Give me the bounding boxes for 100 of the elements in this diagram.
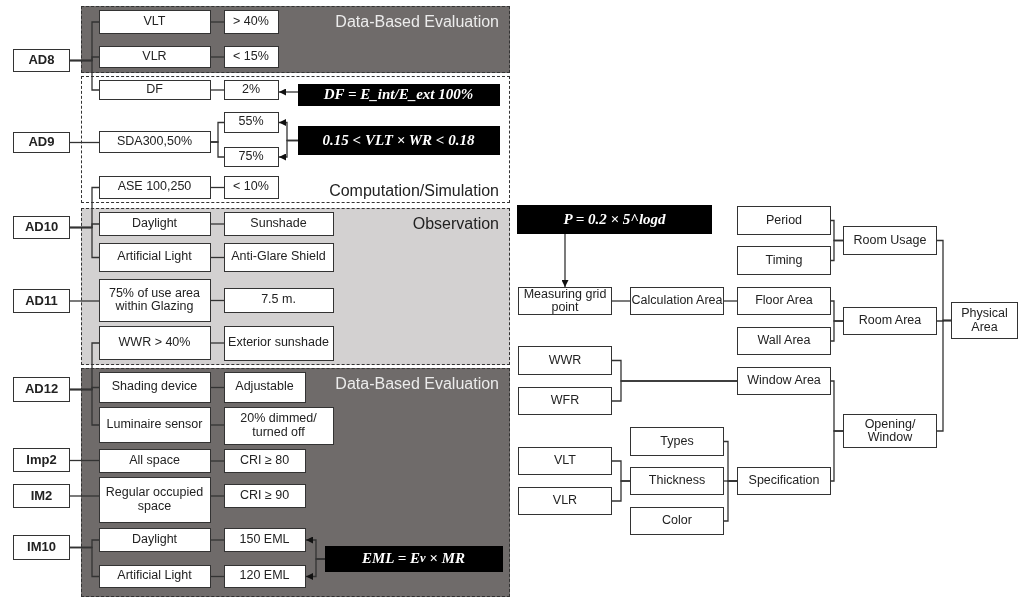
category-band <box>81 368 510 597</box>
criterion-box: SDA300,50% <box>98 130 211 153</box>
criterion-box: 75% <box>223 146 279 167</box>
criterion-box: Luminaire sensor <box>98 406 211 443</box>
criterion-box: Types <box>630 427 724 456</box>
connector-line <box>69 300 100 302</box>
criterion-box: 7.5 m. <box>223 287 334 313</box>
requirement-code-box: IM2 <box>13 484 70 508</box>
criterion-box: Room Area <box>843 307 937 335</box>
connector-line <box>210 256 225 259</box>
criterion-box: Wall Area <box>737 327 831 355</box>
category-band <box>81 76 510 203</box>
criterion-box: CRI ≥ 90 <box>223 483 306 508</box>
formula-box: DF = E_int/E_ext 100% <box>297 83 500 106</box>
connector-line <box>210 342 225 344</box>
connector-line <box>936 319 952 432</box>
category-band <box>81 6 510 73</box>
criterion-box: DF <box>98 79 211 100</box>
connector-line <box>210 539 225 541</box>
connector-line <box>210 141 225 158</box>
connector-line <box>611 300 631 302</box>
band-title: Computation/Simulation <box>329 182 499 200</box>
criterion-box: < 15% <box>223 45 279 68</box>
connector-line <box>210 56 225 58</box>
criterion-box: WWR <box>518 346 612 375</box>
arrow <box>561 233 569 288</box>
band-title: Data-Based Evaluation <box>335 375 499 393</box>
connector-line <box>210 299 225 302</box>
connector-line <box>611 380 738 402</box>
requirement-code-box: AD8 <box>13 49 70 72</box>
criterion-box: Artificial Light <box>98 564 211 588</box>
criterion-box: < 10% <box>223 175 279 199</box>
criterion-box: ASE 100,250 <box>98 175 211 199</box>
connector-line <box>611 480 631 502</box>
criterion-box: Timing <box>737 246 831 275</box>
requirement-code-box: AD12 <box>13 377 70 402</box>
criterion-box: 20% dimmed/ turned off <box>223 406 334 445</box>
connector-line <box>210 223 225 225</box>
connector-line <box>723 480 738 522</box>
connector-line <box>210 424 225 426</box>
connector-line <box>69 226 100 259</box>
criterion-box: VLR <box>98 45 211 68</box>
requirement-code-box: AD9 <box>13 132 70 153</box>
criterion-box: Opening/ Window <box>843 414 937 448</box>
formula-box: 0.15 < VLT × WR < 0.18 <box>297 125 500 155</box>
criterion-box: Thickness <box>630 467 724 495</box>
formula-box: P = 0.2 × 5^logd <box>517 205 712 234</box>
criterion-box: Regular occupied space <box>98 476 211 523</box>
connector-line <box>210 186 225 189</box>
connector-line <box>210 21 225 23</box>
criterion-box: 120 EML <box>223 564 306 588</box>
requirement-code-box: AD11 <box>13 289 70 313</box>
band-title: Data-Based Evaluation <box>335 13 499 31</box>
criterion-box: WFR <box>518 387 612 415</box>
criterion-box: Period <box>737 206 831 235</box>
connector-line <box>830 239 844 262</box>
criterion-box: VLT <box>98 9 211 34</box>
criterion-box: > 40% <box>223 9 279 34</box>
criterion-box: Specification <box>737 467 831 495</box>
connector-line <box>69 459 100 462</box>
arrow <box>305 558 326 580</box>
connector-line <box>210 575 225 578</box>
criterion-box: Floor Area <box>737 287 831 315</box>
criterion-box: Shading device <box>98 371 211 403</box>
criterion-box: Adjustable <box>223 371 306 403</box>
criterion-box: Exterior sunshade <box>223 325 334 361</box>
connector-line <box>69 388 100 426</box>
criterion-box: WWR > 40% <box>98 325 211 360</box>
category-band <box>81 208 510 365</box>
criterion-box: VLR <box>518 487 612 515</box>
criterion-box: Room Usage <box>843 226 937 255</box>
connector-line <box>723 300 738 302</box>
band-title: Observation <box>412 215 499 233</box>
connector-line <box>210 89 225 91</box>
criterion-box: Measuring grid point <box>518 287 612 315</box>
criterion-box: Daylight <box>98 211 211 236</box>
requirement-code-box: Imp2 <box>13 448 70 472</box>
criterion-box: Sunshade <box>223 211 334 236</box>
criterion-box: Daylight <box>98 527 211 552</box>
criterion-box: VLT <box>518 447 612 475</box>
criterion-box: CRI ≥ 80 <box>223 448 306 473</box>
criterion-box: 55% <box>223 111 279 133</box>
criterion-box: 2% <box>223 79 279 100</box>
connector-line <box>69 495 100 497</box>
criterion-box: 75% of use area within Glazing <box>98 278 211 322</box>
connector-line <box>69 141 100 144</box>
criterion-box: 150 EML <box>223 527 306 552</box>
criterion-box: Color <box>630 507 724 535</box>
connector-line <box>69 546 100 578</box>
arrow <box>278 139 299 161</box>
connector-line <box>69 59 100 91</box>
criterion-box: Anti-Glare Shield <box>223 242 334 272</box>
arrow <box>278 88 299 96</box>
criterion-box: All space <box>98 448 211 473</box>
requirement-code-box: AD10 <box>13 216 70 239</box>
connector-line <box>210 495 225 497</box>
connector-line <box>830 320 844 342</box>
criterion-box: Physical Area <box>951 302 1018 339</box>
requirement-code-box: IM10 <box>13 535 70 560</box>
connector-line <box>210 386 225 389</box>
